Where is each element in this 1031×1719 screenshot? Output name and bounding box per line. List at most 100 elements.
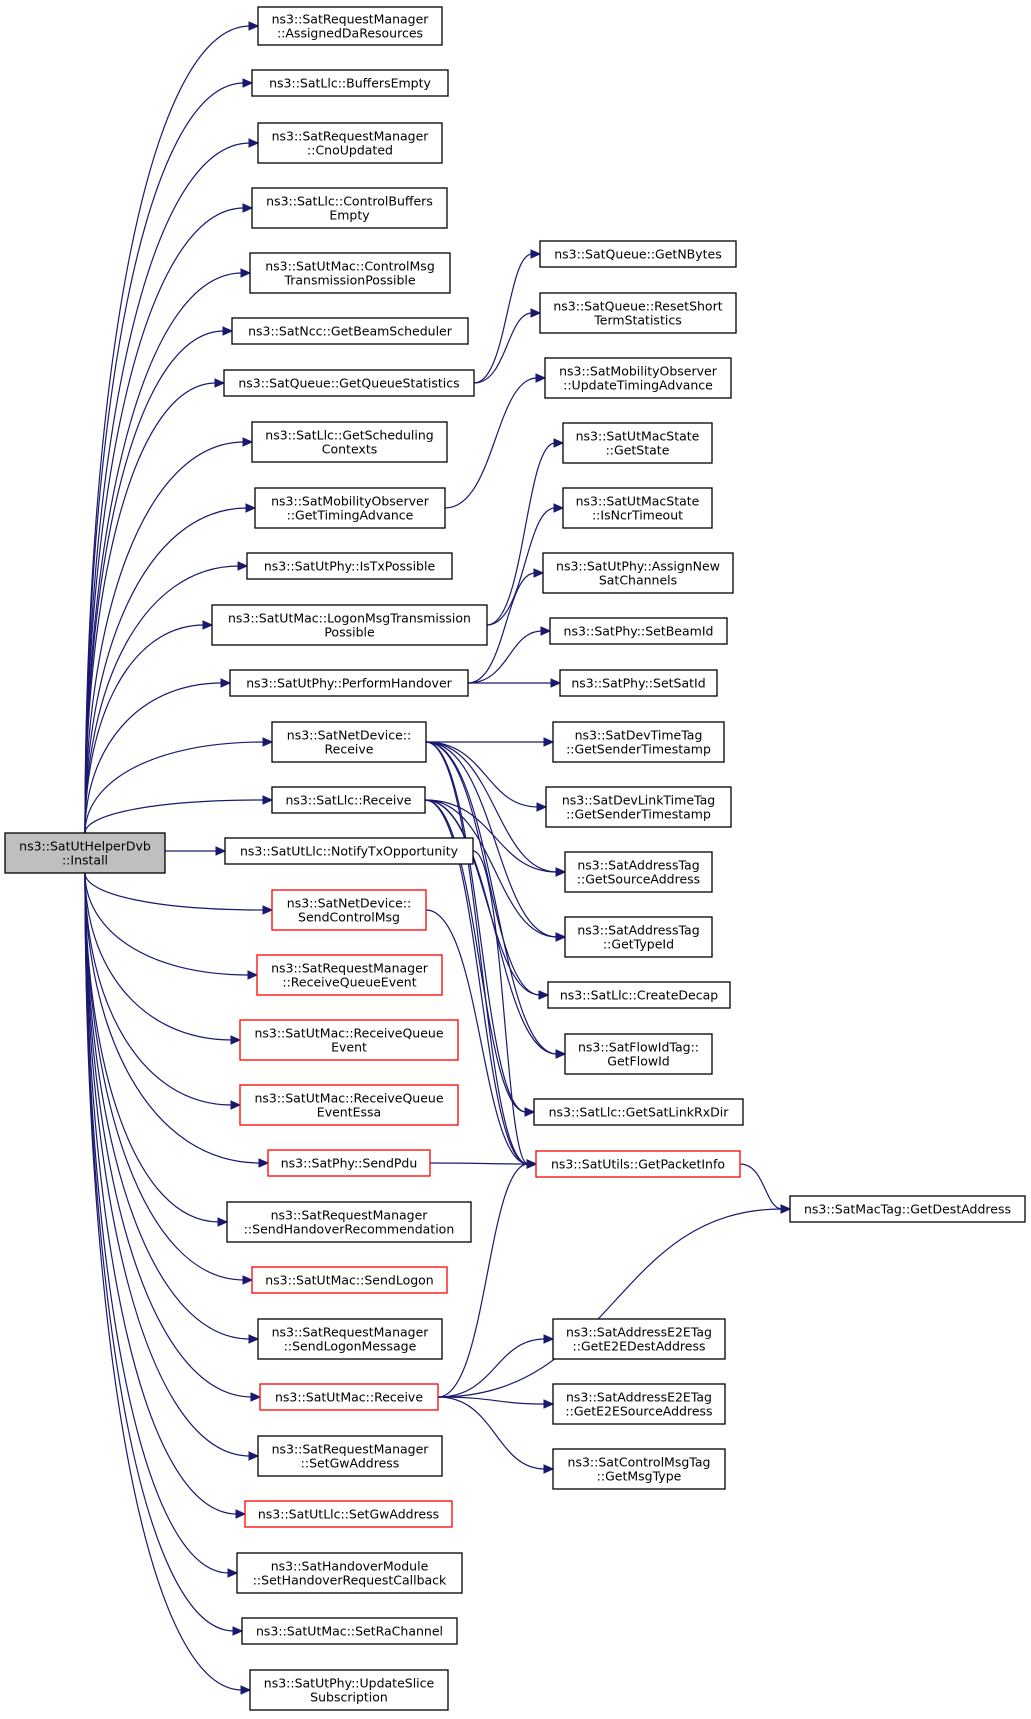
node-m8[interactable]: ns3::SatPhy::SetSatId [559, 669, 718, 697]
node-box[interactable] [241, 1617, 458, 1645]
node-box[interactable] [244, 1500, 453, 1528]
node-box[interactable] [223, 369, 475, 397]
node-box[interactable] [251, 421, 448, 463]
node-m7[interactable]: ns3::SatPhy::SetBeamId [549, 617, 728, 645]
node-box[interactable] [533, 1098, 744, 1126]
node-box[interactable] [256, 954, 443, 996]
node-box[interactable] [535, 1150, 741, 1178]
node-box[interactable] [224, 837, 474, 865]
node-n28[interactable]: ns3::SatUtMac::SetRaChannel [241, 1617, 458, 1645]
node-n27[interactable]: ns3::SatHandoverModule::SetHandoverReque… [236, 1552, 463, 1594]
node-box[interactable] [239, 1084, 459, 1126]
node-m10[interactable]: ns3::SatDevLinkTimeTag::GetSenderTimesta… [545, 786, 732, 828]
node-n23[interactable]: ns3::SatRequestManager::SendLogonMessage [257, 1318, 443, 1360]
node-box[interactable] [542, 552, 734, 594]
node-n11[interactable]: ns3::SatUtMac::LogonMsgTransmissionPossi… [211, 604, 488, 646]
node-box[interactable] [259, 1383, 439, 1411]
node-n12[interactable]: ns3::SatUtPhy::PerformHandover [229, 669, 469, 697]
node-box[interactable] [251, 69, 449, 97]
node-box[interactable] [251, 1266, 448, 1294]
node-box[interactable] [552, 1448, 726, 1490]
node-m12[interactable]: ns3::SatAddressTag::GetTypeId [564, 916, 713, 958]
node-box[interactable] [271, 721, 427, 763]
node-box[interactable] [559, 669, 718, 697]
node-box[interactable] [271, 786, 426, 814]
node-box[interactable] [257, 1435, 443, 1477]
node-box[interactable] [251, 187, 448, 229]
node-box[interactable] [239, 1019, 459, 1061]
node-box[interactable] [547, 981, 731, 1009]
node-box[interactable] [552, 1318, 726, 1360]
node-m13[interactable]: ns3::SatLlc::CreateDecap [547, 981, 731, 1009]
node-m16[interactable]: ns3::SatUtils::GetPacketInfo [535, 1150, 741, 1178]
node-n7[interactable]: ns3::SatQueue::GetQueueStatistics [223, 369, 475, 397]
node-box[interactable] [257, 122, 443, 164]
node-box[interactable] [549, 617, 728, 645]
node-m9[interactable]: ns3::SatDevTimeTag::GetSenderTimestamp [552, 721, 725, 763]
node-box[interactable] [564, 1033, 713, 1075]
node-m15[interactable]: ns3::SatLlc::GetSatLinkRxDir [533, 1098, 744, 1126]
node-box[interactable] [564, 916, 713, 958]
node-box[interactable] [552, 1383, 726, 1425]
node-n18[interactable]: ns3::SatUtMac::ReceiveQueueEvent [239, 1019, 459, 1061]
node-n24[interactable]: ns3::SatUtMac::Receive [259, 1383, 439, 1411]
node-n20[interactable]: ns3::SatPhy::SendPdu [267, 1149, 431, 1177]
node-box[interactable] [789, 1195, 1026, 1223]
node-box[interactable] [226, 1201, 472, 1243]
node-box[interactable] [562, 422, 713, 464]
node-n21[interactable]: ns3::SatRequestManager::SendHandoverReco… [226, 1201, 472, 1243]
node-box[interactable] [562, 487, 713, 529]
node-n2[interactable]: ns3::SatLlc::BuffersEmpty [251, 69, 449, 97]
node-m19[interactable]: ns3::SatControlMsgTag::GetMsgType [552, 1448, 726, 1490]
node-n5[interactable]: ns3::SatUtMac::ControlMsgTransmissionPos… [249, 252, 451, 294]
node-box[interactable] [257, 1318, 443, 1360]
node-m1[interactable]: ns3::SatQueue::GetNBytes [539, 240, 737, 268]
node-n17[interactable]: ns3::SatRequestManager::ReceiveQueueEven… [256, 954, 443, 996]
node-root[interactable]: ns3::SatUtHelperDvb::Install [4, 832, 166, 874]
node-n13[interactable]: ns3::SatNetDevice::Receive [271, 721, 427, 763]
node-n25[interactable]: ns3::SatRequestManager::SetGwAddress [257, 1435, 443, 1477]
node-n22[interactable]: ns3::SatUtMac::SendLogon [251, 1266, 448, 1294]
node-box[interactable] [271, 889, 427, 931]
node-n9[interactable]: ns3::SatMobilityObserver::GetTimingAdvan… [254, 487, 446, 529]
node-box[interactable] [254, 487, 446, 529]
node-n26[interactable]: ns3::SatUtLlc::SetGwAddress [244, 1500, 453, 1528]
node-box[interactable] [4, 832, 166, 874]
node-n3[interactable]: ns3::SatRequestManager::CnoUpdated [257, 122, 443, 164]
node-m5[interactable]: ns3::SatUtMacState::IsNcrTimeout [562, 487, 713, 529]
node-m18[interactable]: ns3::SatAddressE2ETag::GetE2ESourceAddre… [552, 1383, 726, 1425]
node-m14[interactable]: ns3::SatFlowIdTag::GetFlowId [564, 1033, 713, 1075]
node-box[interactable] [246, 552, 453, 580]
node-m20[interactable]: ns3::SatMacTag::GetDestAddress [789, 1195, 1026, 1223]
node-box[interactable] [552, 721, 725, 763]
node-n15[interactable]: ns3::SatUtLlc::NotifyTxOpportunity [224, 837, 474, 865]
node-box[interactable] [229, 669, 469, 697]
node-box[interactable] [249, 252, 451, 294]
node-box[interactable] [249, 1669, 449, 1711]
node-box[interactable] [564, 851, 713, 893]
node-box[interactable] [544, 357, 732, 399]
node-box[interactable] [539, 240, 737, 268]
node-m3[interactable]: ns3::SatMobilityObserver::UpdateTimingAd… [544, 357, 732, 399]
node-box[interactable] [257, 6, 443, 46]
node-n16[interactable]: ns3::SatNetDevice::SendControlMsg [271, 889, 427, 931]
node-box[interactable] [236, 1552, 463, 1594]
node-m17[interactable]: ns3::SatAddressE2ETag::GetE2EDestAddress [552, 1318, 726, 1360]
node-n6[interactable]: ns3::SatNcc::GetBeamScheduler [231, 317, 469, 345]
node-n1[interactable]: ns3::SatRequestManager::AssignedDaResour… [257, 6, 443, 46]
node-m4[interactable]: ns3::SatUtMacState::GetState [562, 422, 713, 464]
node-m11[interactable]: ns3::SatAddressTag::GetSourceAddress [564, 851, 713, 893]
node-box[interactable] [545, 786, 732, 828]
node-box[interactable] [231, 317, 469, 345]
node-n14[interactable]: ns3::SatLlc::Receive [271, 786, 426, 814]
node-box[interactable] [211, 604, 488, 646]
node-box[interactable] [267, 1149, 431, 1177]
node-n10[interactable]: ns3::SatUtPhy::IsTxPossible [246, 552, 453, 580]
node-box[interactable] [539, 292, 737, 334]
